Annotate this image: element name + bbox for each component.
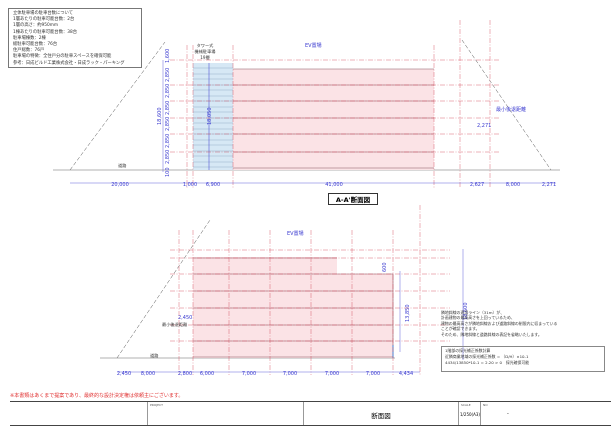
dim-label: 1,000 [183,182,197,188]
step-height: 600 [382,262,388,272]
floor-height: 2,850 [165,101,171,115]
dim-label: 2,271 [542,182,556,188]
scale-label: SCALE [461,403,471,407]
floor-height: 2,850 [165,134,171,148]
number-cell: NO - [480,402,611,425]
number-label: NO [483,403,488,407]
left-slope-line [69,41,166,171]
project-cell: PROJECT [147,402,303,425]
note-line: 隣地斜線の適用ライン（31m）が、 [441,310,505,315]
note-line: 参考：日成ビルド工業株式会社・日成ラック・パーキング [13,60,125,66]
height-total-a: 18,600 [157,108,163,126]
daylight-calc-box: 1階部の採光補正係数計算 近隣商業地域の採光補正係数 = （D/H）×10-1 … [441,346,605,372]
road-label-a: 道路 [118,162,127,169]
note-line: 計画建物の最高高さを上回っているため、 [441,315,515,321]
note-line: 1棟あたりの駐車可能台数：38台 [13,29,78,35]
tower-label-1: タワー式 [197,42,215,49]
number-value: - [507,411,509,417]
scale-value: 1/250(A3) [460,412,480,417]
grid-lines-b [170,205,450,375]
note-line: 駐車場棟数：2棟 [13,35,46,41]
parking-notes: 立体駐車場の駐車台数について 1層あたりの駐車可能台数：2台 1層の高さ：約95… [8,8,142,68]
floor-height: 1,600 [165,49,171,63]
calc-line: 近隣商業地域の採光補正係数 = （D/H）×10-1 [445,354,529,359]
calc-line: 1階部の採光補正係数計算 [445,348,491,353]
title-block: PROJECT 断面図 SCALE 1/250(A3) NO - [10,401,611,426]
tower-height: 18,050 [207,108,213,126]
section-title: A-A'断面図 [328,193,378,205]
right-slope-line [461,39,552,171]
regulation-notes: 隣地斜線の適用ライン（31m）が、 計画建物の最高高さを上回っているため、 建物… [441,310,606,337]
section-b: EV置場 道路 最小後退距離 2,450 600 13,850 18,600 2… [100,205,469,377]
dim-label: 6,900 [206,182,220,188]
setback-label-b: 最小後退距離 [162,321,188,328]
floor-height: 2,850 [165,150,171,164]
ev-label-b: EV置場 [287,230,304,237]
road-label-b: 道路 [150,352,159,359]
note-line: そのため、隣地斜線と道路斜線の表記を省略いたします。 [441,331,542,337]
tower-label-2: 機械駐車場 [195,48,217,55]
note-line: 立体駐車場の駐車台数について [13,11,74,16]
note-line: 駐車場の特徴：全住戸分の駐車スペースを確保可能 [13,54,112,60]
dim-label: 2,800 [178,371,192,377]
grid-lines-a [170,20,500,188]
calc-line: 4434/13850*10-1 = 2.20 > 0 採光確保可能 [445,360,530,365]
dim-label: 7,000 [283,371,297,377]
note-line: 総駐車可能台数：76台 [13,42,58,48]
note-line: ことが確認できます。 [441,326,480,332]
dim-label: 41,000 [325,182,343,188]
setback-value-a: 2,271 [477,123,491,129]
floor-height: 100 [165,167,171,177]
dim-label: 8,000 [506,182,520,188]
section-a: タワー式 機械駐車場 19層 EV置場 道路 最小後退距離 2,271 18,6… [53,20,560,188]
height-13850: 13,850 [405,305,411,323]
note-line: 住戸総数：76戸 [13,48,45,54]
dim-label: 2,450 [117,371,131,377]
dim-label: 7,000 [325,371,339,377]
drawing-title: 断面図 [371,412,391,420]
building-b-low [337,274,393,358]
setback-value-b: 2,450 [178,315,192,321]
ev-label-a: EV置場 [305,42,322,49]
drawing-title-cell: 断面図 [303,402,458,425]
floor-height: 2,850 [165,84,171,98]
setback-label-a: 最小後退距離 [496,106,526,113]
dim-label: 20,000 [111,182,129,188]
dim-label: 7,000 [242,371,256,377]
height-total-b: 18,600 [463,303,469,321]
tower-label-3: 19層 [200,55,210,61]
dim-label: 6,000 [200,371,214,377]
disclaimer: ※本書類はあくまで提案であり、最終的な設計決定権は依頼主にございます。 [10,393,184,399]
dim-label: 4,434 [399,371,413,377]
dim-label: 8,000 [141,371,155,377]
building-b-high [193,257,337,358]
scale-cell: SCALE 1/250(A3) [458,402,480,425]
slope-line-b [116,219,211,359]
floor-height: 2,850 [165,117,171,131]
note-line: 建物の最高高さが隣地斜線および道路斜線の制限内に収まっている [441,320,558,326]
floor-height: 2,850 [165,68,171,82]
note-line: 1層あたりの駐車可能台数：2台 [13,17,75,23]
note-line: 1層の高さ：約950mm [13,23,59,29]
dim-label: 7,000 [366,371,380,377]
project-label: PROJECT [150,403,163,407]
building-a [233,69,434,170]
dim-label: 2,627 [470,182,484,188]
